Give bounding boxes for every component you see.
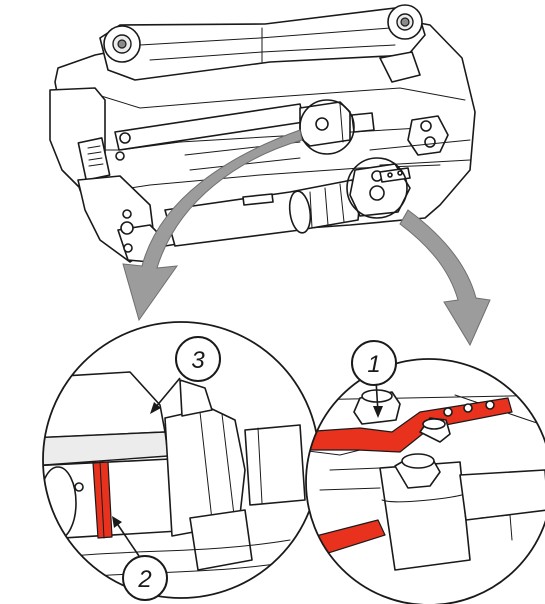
leader-line-2	[115, 521, 140, 557]
leader-arrowhead-2	[112, 516, 122, 528]
leader-line-3	[154, 377, 181, 409]
main-assembly	[49, 4, 476, 263]
callout-3-label: 3	[191, 347, 205, 374]
callout-1-label: 1	[367, 351, 380, 378]
callout-2-label: 2	[137, 566, 151, 593]
arrow-left-detail	[122, 129, 303, 322]
callout-2: 2	[122, 555, 168, 601]
detail-view-right	[305, 358, 545, 604]
detail-view-left	[42, 321, 320, 599]
leader-arrowhead-1	[373, 406, 383, 418]
leader-arrowhead-3	[150, 402, 161, 414]
arrow-right-detail	[399, 209, 491, 347]
callout-3: 3	[175, 336, 221, 382]
callout-1: 1	[351, 340, 397, 386]
